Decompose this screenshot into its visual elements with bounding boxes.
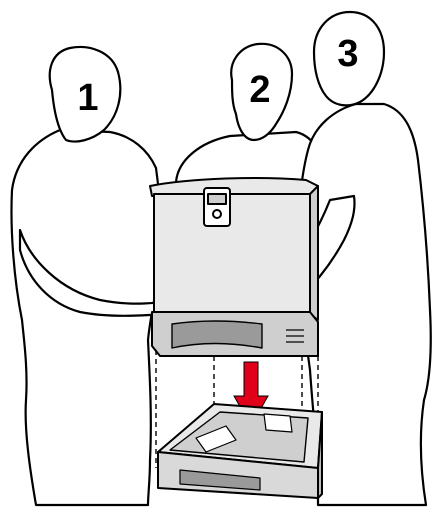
person-2: [176, 44, 322, 186]
optional-tray-drawer: [158, 404, 322, 498]
drawer-paper-guide: [264, 414, 292, 432]
person-1-label: 1: [77, 77, 98, 119]
display-screen: [208, 194, 226, 204]
person-3-label: 3: [337, 33, 358, 75]
printer-right-side: [310, 186, 318, 320]
person-1-body: [11, 130, 160, 505]
printer: [150, 178, 318, 356]
person-2-label: 2: [249, 69, 270, 111]
tray-handle-recess: [172, 321, 262, 348]
printer-front-panel: [154, 194, 310, 314]
panel-button: [213, 210, 221, 218]
